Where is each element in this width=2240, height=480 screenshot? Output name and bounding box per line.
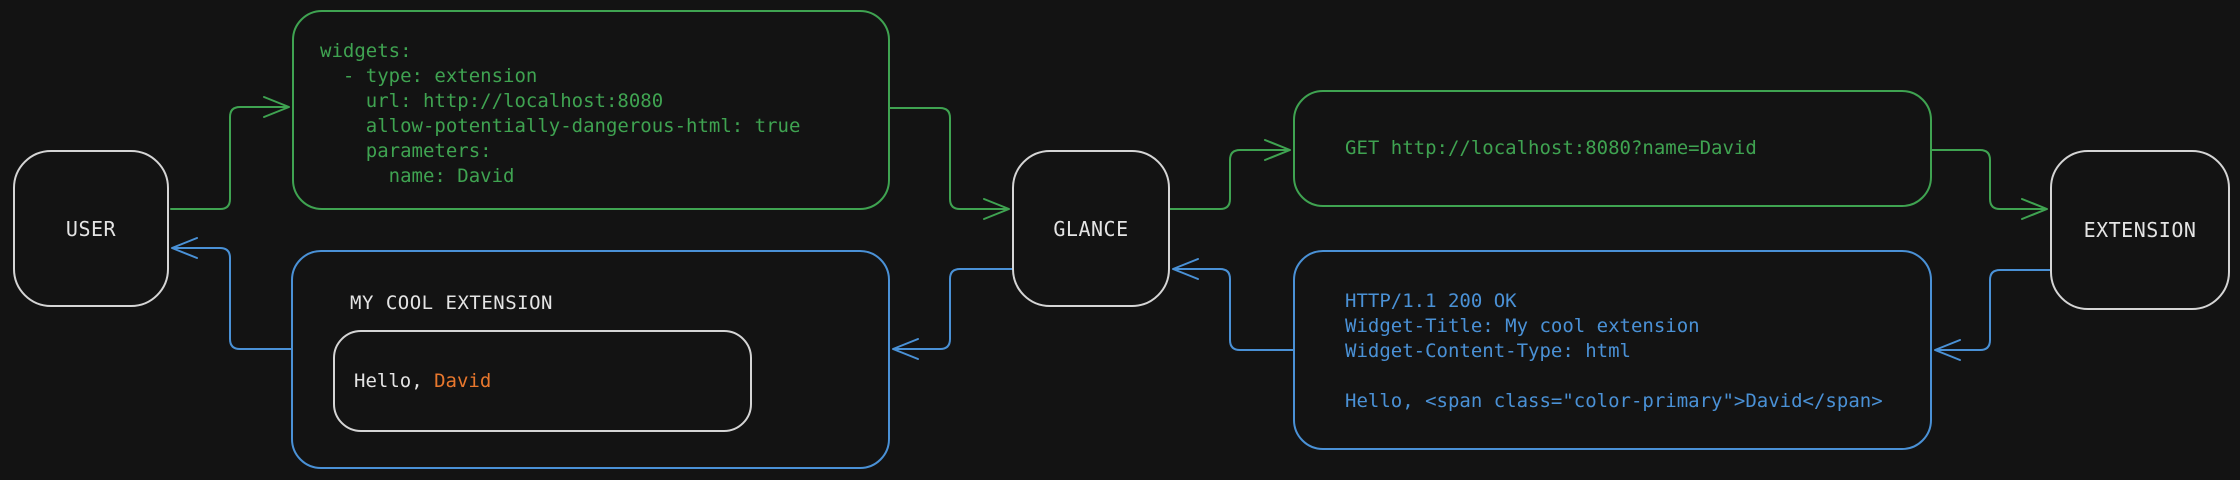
- widget-preview-box: MY COOL EXTENSION Hello, David: [291, 250, 890, 469]
- node-extension: EXTENSION: [2050, 150, 2230, 310]
- response-line: Widget-Title: My cool extension: [1345, 315, 1700, 337]
- response-line: Hello, <span class="color-primary">David…: [1345, 390, 1883, 412]
- config-line: widgets:: [320, 40, 412, 62]
- arrow-config-to-glance: [889, 107, 1010, 220]
- config-yaml-box: widgets: - type: extension url: http://l…: [292, 10, 890, 210]
- arrow-response-to-glance: [1172, 258, 1294, 351]
- arrow-request-to-extension: [1931, 149, 2048, 220]
- node-user-label: USER: [65, 216, 117, 241]
- config-line: - type: extension: [320, 65, 538, 87]
- config-line: name: David: [320, 165, 515, 187]
- arrow-glance-to-request: [1169, 139, 1291, 210]
- arrow-glance-to-widget: [892, 268, 1013, 360]
- node-glance-label: GLANCE: [1053, 216, 1129, 241]
- response-line: Widget-Content-Type: html: [1345, 340, 1631, 362]
- arrow-widget-to-user: [171, 237, 292, 350]
- node-user: USER: [13, 150, 169, 307]
- arrow-extension-to-response: [1934, 269, 2051, 361]
- request-line: GET http://localhost:8080?name=David: [1345, 137, 1757, 159]
- node-extension-label: EXTENSION: [2083, 218, 2197, 242]
- greeting-name: David: [434, 370, 492, 392]
- config-line: parameters:: [320, 140, 492, 162]
- config-line: allow-potentially-dangerous-html: true: [320, 115, 801, 137]
- http-response-box: HTTP/1.1 200 OK Widget-Title: My cool ex…: [1293, 250, 1932, 450]
- arrow-user-to-config: [170, 96, 290, 210]
- widget-inner-box: Hello, David: [333, 330, 752, 432]
- response-line: HTTP/1.1 200 OK: [1345, 290, 1517, 312]
- response-line: [1345, 364, 1912, 389]
- node-glance: GLANCE: [1012, 150, 1170, 307]
- http-request-box: GET http://localhost:8080?name=David: [1293, 90, 1932, 207]
- widget-title: MY COOL EXTENSION: [350, 292, 553, 314]
- config-line: url: http://localhost:8080: [320, 90, 664, 112]
- greeting-prefix: Hello,: [354, 370, 435, 392]
